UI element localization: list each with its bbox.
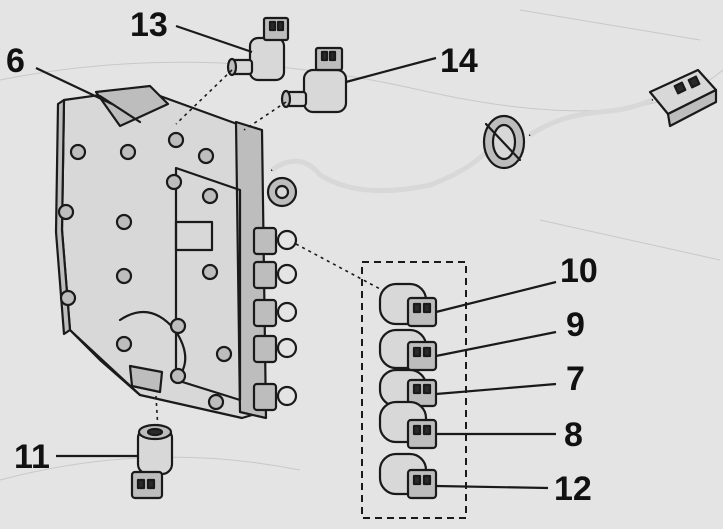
leader-14 <box>345 56 437 84</box>
mounted-solenoid-stack <box>252 226 298 412</box>
leader-12 <box>435 484 549 490</box>
solenoid-11-bracket <box>128 364 164 394</box>
valve-body-plate <box>54 84 268 420</box>
solenoid-10 <box>378 282 438 328</box>
wiring-harness <box>266 68 718 208</box>
solenoid-8 <box>378 400 438 450</box>
callout-13: 13 <box>130 6 168 44</box>
leader-lines <box>35 24 557 490</box>
solenoid-13 <box>226 16 290 82</box>
leader-13 <box>175 24 253 54</box>
callout-14: 14 <box>440 42 478 80</box>
solenoid-7 <box>378 368 438 408</box>
callout-10: 10 <box>560 252 598 290</box>
solenoid-14 <box>280 46 348 114</box>
callout-8: 8 <box>564 416 583 454</box>
solenoid-group-box <box>361 261 467 519</box>
callout-labels: 6 13 14 10 9 7 8 12 11 <box>6 6 598 508</box>
leader-9 <box>435 330 557 358</box>
leader-6 <box>35 67 113 105</box>
solenoid-12 <box>378 452 438 500</box>
callout-12: 12 <box>554 470 592 508</box>
callout-7: 7 <box>566 360 585 398</box>
callout-6: 6 <box>6 42 25 80</box>
callout-11: 11 <box>14 438 50 476</box>
leader-7 <box>435 382 557 396</box>
background-sketch <box>0 9 723 481</box>
leader-10 <box>435 280 557 314</box>
callout-9: 9 <box>566 306 585 344</box>
mounting-bolts <box>57 131 233 411</box>
solenoid-11 <box>130 423 174 500</box>
solenoid-9 <box>378 328 438 372</box>
